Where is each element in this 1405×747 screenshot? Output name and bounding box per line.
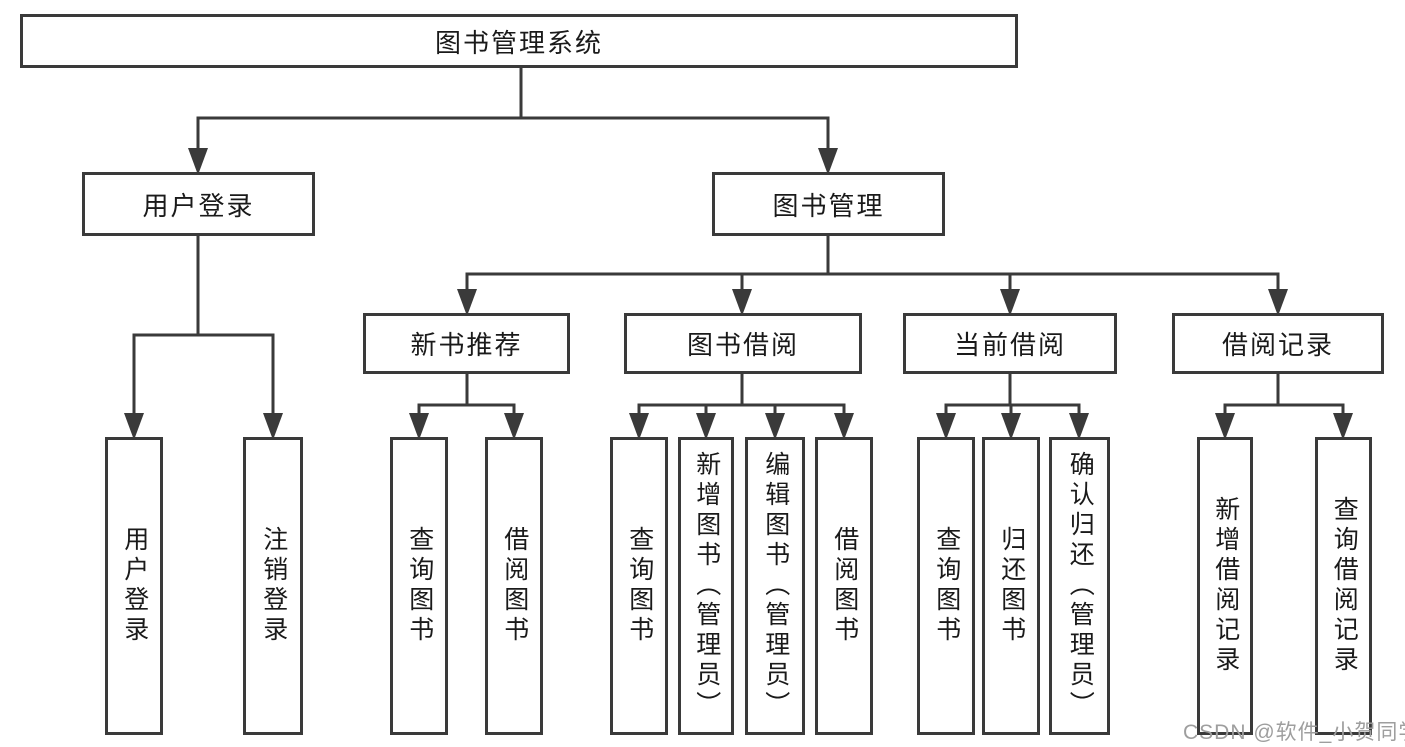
leaf-bb-borrow-books-label: 借阅图书 bbox=[830, 526, 859, 646]
leaf-rec-borrow-books: 借阅图书 bbox=[485, 437, 543, 735]
node-current-borrowing: 当前借阅 bbox=[903, 313, 1117, 374]
leaf-bb-query-books-label: 查询图书 bbox=[625, 526, 654, 646]
arrow-icon bbox=[1333, 413, 1353, 440]
leaf-br-query-record: 查询借阅记录 bbox=[1315, 437, 1372, 735]
arrow-icon bbox=[765, 413, 785, 440]
node-library-management-system: 图书管理系统 bbox=[20, 14, 1018, 68]
arrow-icon bbox=[1215, 413, 1235, 440]
node-user-login: 用户登录 bbox=[82, 172, 315, 236]
arrow-icon bbox=[834, 413, 854, 440]
leaf-bb-borrow-books: 借阅图书 bbox=[815, 437, 873, 735]
leaf-br-add-record: 新增借阅记录 bbox=[1197, 437, 1253, 735]
arrow-icon bbox=[1001, 413, 1021, 440]
arrowheads bbox=[124, 148, 1353, 440]
leaf-bb-add-book-admin-label: 新增图书（管理员） bbox=[692, 451, 721, 721]
leaf-logout-label: 注销登录 bbox=[259, 526, 288, 646]
leaf-bb-edit-book-admin: 编辑图书（管理员） bbox=[745, 437, 805, 735]
leaf-cb-query-books-label: 查询图书 bbox=[932, 526, 961, 646]
node-book-management: 图书管理 bbox=[712, 172, 945, 236]
leaf-cb-return-books-label: 归还图书 bbox=[997, 526, 1026, 646]
arrow-icon bbox=[504, 413, 524, 440]
leaf-bb-edit-book-admin-label: 编辑图书（管理员） bbox=[761, 451, 790, 721]
arrow-icon bbox=[629, 413, 649, 440]
arrow-icon bbox=[818, 148, 838, 175]
leaf-br-query-record-label: 查询借阅记录 bbox=[1330, 496, 1359, 676]
leaf-rec-borrow-books-label: 借阅图书 bbox=[500, 526, 529, 646]
node-book-borrowing: 图书借阅 bbox=[624, 313, 862, 374]
watermark: CSDN @软件_小贺同学 bbox=[1183, 721, 1405, 744]
arrow-icon bbox=[263, 413, 283, 440]
leaf-user-login: 用户登录 bbox=[105, 437, 163, 735]
node-new-book-recommend: 新书推荐 bbox=[363, 313, 570, 374]
leaf-bb-add-book-admin: 新增图书（管理员） bbox=[678, 437, 734, 735]
node-borrowing-records: 借阅记录 bbox=[1172, 313, 1384, 374]
leaf-rec-query-books: 查询图书 bbox=[390, 437, 448, 735]
leaf-br-add-record-label: 新增借阅记录 bbox=[1211, 496, 1240, 676]
arrow-icon bbox=[732, 289, 752, 316]
leaf-cb-query-books: 查询图书 bbox=[917, 437, 975, 735]
leaf-cb-confirm-return-admin-label: 确认归还（管理员） bbox=[1066, 451, 1095, 721]
leaf-cb-return-books: 归还图书 bbox=[982, 437, 1040, 735]
arrow-icon bbox=[1268, 289, 1288, 316]
arrow-icon bbox=[457, 289, 477, 316]
arrow-icon bbox=[188, 148, 208, 175]
leaf-bb-query-books: 查询图书 bbox=[610, 437, 668, 735]
arrow-icon bbox=[1000, 289, 1020, 316]
arrow-icon bbox=[936, 413, 956, 440]
arrow-icon bbox=[1069, 413, 1089, 440]
arrow-icon bbox=[696, 413, 716, 440]
leaf-logout: 注销登录 bbox=[243, 437, 303, 735]
arrow-icon bbox=[124, 413, 144, 440]
leaf-user-login-label: 用户登录 bbox=[120, 526, 149, 646]
leaf-rec-query-books-label: 查询图书 bbox=[405, 526, 434, 646]
arrow-icon bbox=[409, 413, 429, 440]
leaf-cb-confirm-return-admin: 确认归还（管理员） bbox=[1049, 437, 1110, 735]
